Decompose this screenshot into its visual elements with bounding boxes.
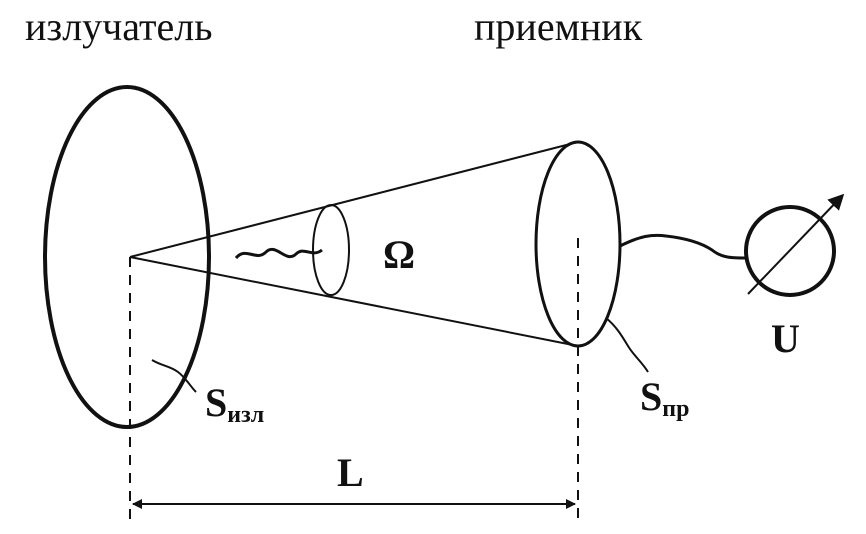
cone-lower-edge: [129, 256, 579, 347]
receiver-area-subscript: пр: [662, 396, 689, 422]
solid-angle-ellipse: [312, 204, 350, 296]
receiver-wire: [619, 233, 747, 260]
emitter-area-label: Sизл: [205, 380, 264, 428]
cone-upper-edge: [129, 141, 579, 258]
receiver-caption: приемник: [474, 4, 643, 49]
voltage-label: U: [771, 316, 800, 361]
voltmeter-arrow: [747, 193, 845, 295]
solid-angle-label: Ω: [383, 232, 415, 277]
radiation-wave: [234, 248, 323, 260]
emitter-area-subscript: изл: [227, 402, 264, 428]
emitter-caption: излучатель: [25, 4, 212, 49]
voltmeter-circle: [744, 205, 836, 297]
emitter-area-symbol: S: [205, 380, 227, 425]
receiver-area-leader: [605, 317, 649, 373]
distance-label: L: [337, 450, 364, 495]
receiver-area-label: Sпр: [640, 374, 689, 422]
emitter-area-leader: [151, 359, 197, 393]
receiver-area-symbol: S: [640, 374, 662, 419]
emitter-ellipse: [43, 85, 211, 429]
